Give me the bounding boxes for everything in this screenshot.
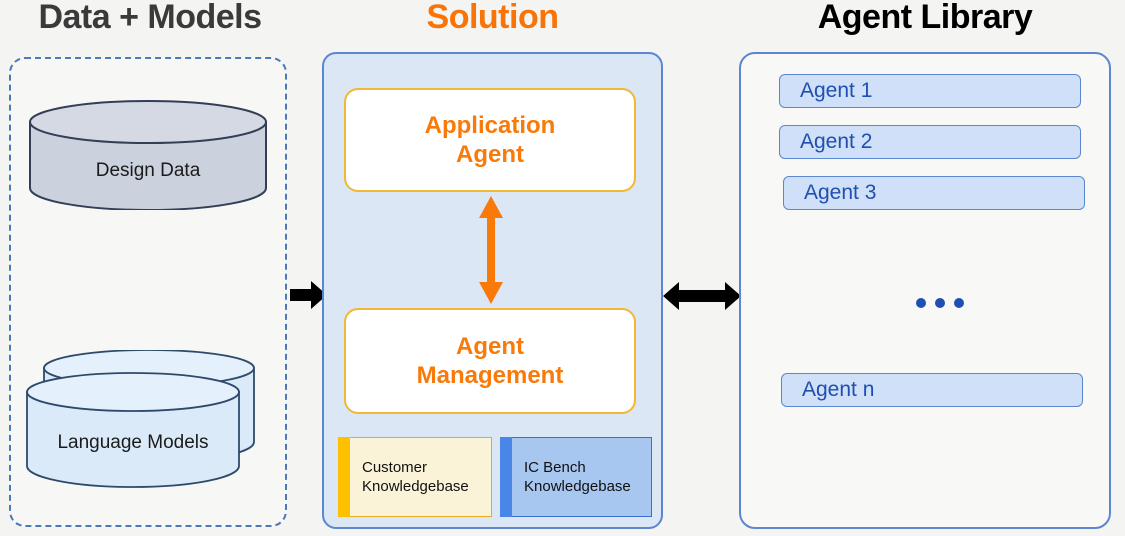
agent-library-item-3[interactable]: Agent 3 [783,176,1085,210]
agent-library-item-3-label: Agent 3 [804,181,877,204]
agent-library-item-1-label: Agent 1 [800,79,873,102]
box-agent-management-line1: Agent [455,332,524,360]
cylinder-stacked-icon [26,349,255,488]
box-application-agent-line2: Agent [455,141,524,168]
agent-library-ellipsis [916,298,964,308]
agent-library-item-2-label: Agent 2 [800,130,873,153]
box-ic-bench-knowledgebase[interactable]: IC Bench Knowledgebase [500,437,652,517]
ic-bench-knowledgebase-body: IC Bench Knowledgebase [512,437,652,517]
box-agent-management[interactable]: Agent Management [344,308,636,414]
agent-library-item-1[interactable]: Agent 1 [779,74,1081,108]
arrow-agent-bidirectional [479,196,503,304]
agent-library-item-2[interactable]: Agent 2 [779,125,1081,159]
page-title-data-models: Data + Models [38,0,262,36]
box-application-agent[interactable]: Application Agent [344,88,636,192]
datastore-design-data: Design Data [28,100,268,211]
ellipsis-dot-3 [954,298,964,308]
customer-knowledgebase-line1: Customer [362,458,428,476]
cylinder-icon [29,100,267,211]
customer-knowledgebase-line2: Knowledgebase [362,478,469,495]
page-title-solution: Solution [426,0,559,36]
box-customer-knowledgebase[interactable]: Customer Knowledgebase [338,437,492,517]
agent-library-item-n[interactable]: Agent n [781,373,1083,407]
page-title-agent-library: Agent Library [817,0,1033,36]
arrow-data-to-solution [290,281,327,309]
ic-bench-knowledgebase-line2: Knowledgebase [524,478,631,495]
agent-library-item-n-label: Agent n [802,378,875,401]
customer-knowledgebase-body: Customer Knowledgebase [350,437,492,517]
ellipsis-dot-2 [935,298,945,308]
datastore-language-models: Language Models [22,349,277,495]
arrow-solution-to-library [663,282,741,310]
ic-bench-knowledgebase-accent-bar [500,437,512,517]
box-application-agent-line1: Application [424,111,556,139]
customer-knowledgebase-accent-bar [338,437,350,517]
panel-agent-library [739,52,1111,529]
box-agent-management-line2: Management [416,362,564,389]
ic-bench-knowledgebase-line1: IC Bench [524,458,586,476]
ellipsis-dot-1 [916,298,926,308]
